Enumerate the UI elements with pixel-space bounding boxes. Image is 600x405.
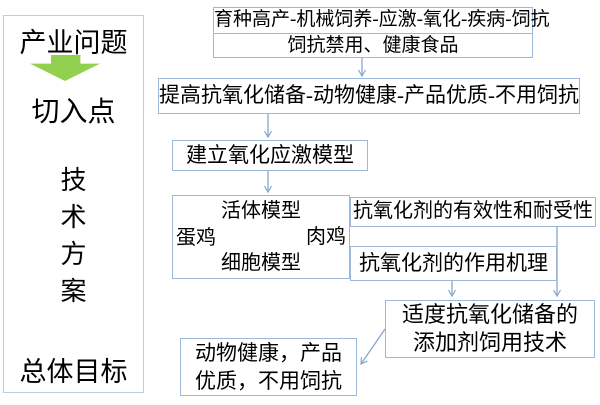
live-model-label: 活体模型 — [221, 200, 301, 222]
sidebar: 产业问题 切入点 技 术 方 案 总体目标 — [3, 15, 144, 393]
cell-model-label: 细胞模型 — [221, 252, 301, 274]
strategy-box: 提高抗氧化储备-动物健康-产品优质-不用饲抗 — [158, 78, 580, 114]
efficacy-tolerance-box: 抗氧化剂的有效性和耐受性 — [350, 197, 596, 227]
problem-line2: 饲抗禁用、健康食品 — [287, 35, 459, 56]
tech-line2: 添加剂饲用技术 — [412, 330, 567, 355]
mechanism-box: 抗氧化剂的作用机理 — [350, 246, 557, 281]
arrow-tech-to-goal — [360, 328, 386, 365]
tech-line1: 适度抗氧化储备的 — [401, 302, 578, 327]
broiler-label: 肉鸡 — [306, 226, 346, 248]
goal-line1: 动物健康，产品 — [195, 341, 342, 365]
tech-plan-char: 技 — [60, 166, 87, 195]
oxidative-stress-model-box: 建立氧化应激模型 — [172, 140, 368, 171]
goal-box: 动物健康，产品 优质，不用饲抗 — [180, 338, 357, 396]
layer-hen-label: 蛋鸡 — [176, 227, 216, 249]
problem-line1: 育种高产-机械饲养-应激-氧化-疾病-饲抗 — [214, 8, 550, 34]
model-group-box: 活体模型 蛋鸡 肉鸡 细胞模型 — [172, 195, 350, 279]
goal-line2: 优质，不用饲抗 — [195, 369, 342, 393]
tech-plan-char: 案 — [60, 277, 87, 306]
tech-plan-char: 术 — [60, 203, 87, 232]
entry-point-label: 切入点 — [31, 97, 116, 128]
industry-problem-label: 产业问题 — [19, 28, 128, 58]
feeding-technology-box: 适度抗氧化储备的 添加剂饲用技术 — [385, 300, 595, 358]
problem-box: 育种高产-机械饲养-应激-氧化-疾病-饲抗 饲抗禁用、健康食品 — [213, 7, 550, 58]
tech-plan-char: 方 — [60, 240, 87, 269]
overall-goal-label: 总体目标 — [19, 357, 128, 387]
